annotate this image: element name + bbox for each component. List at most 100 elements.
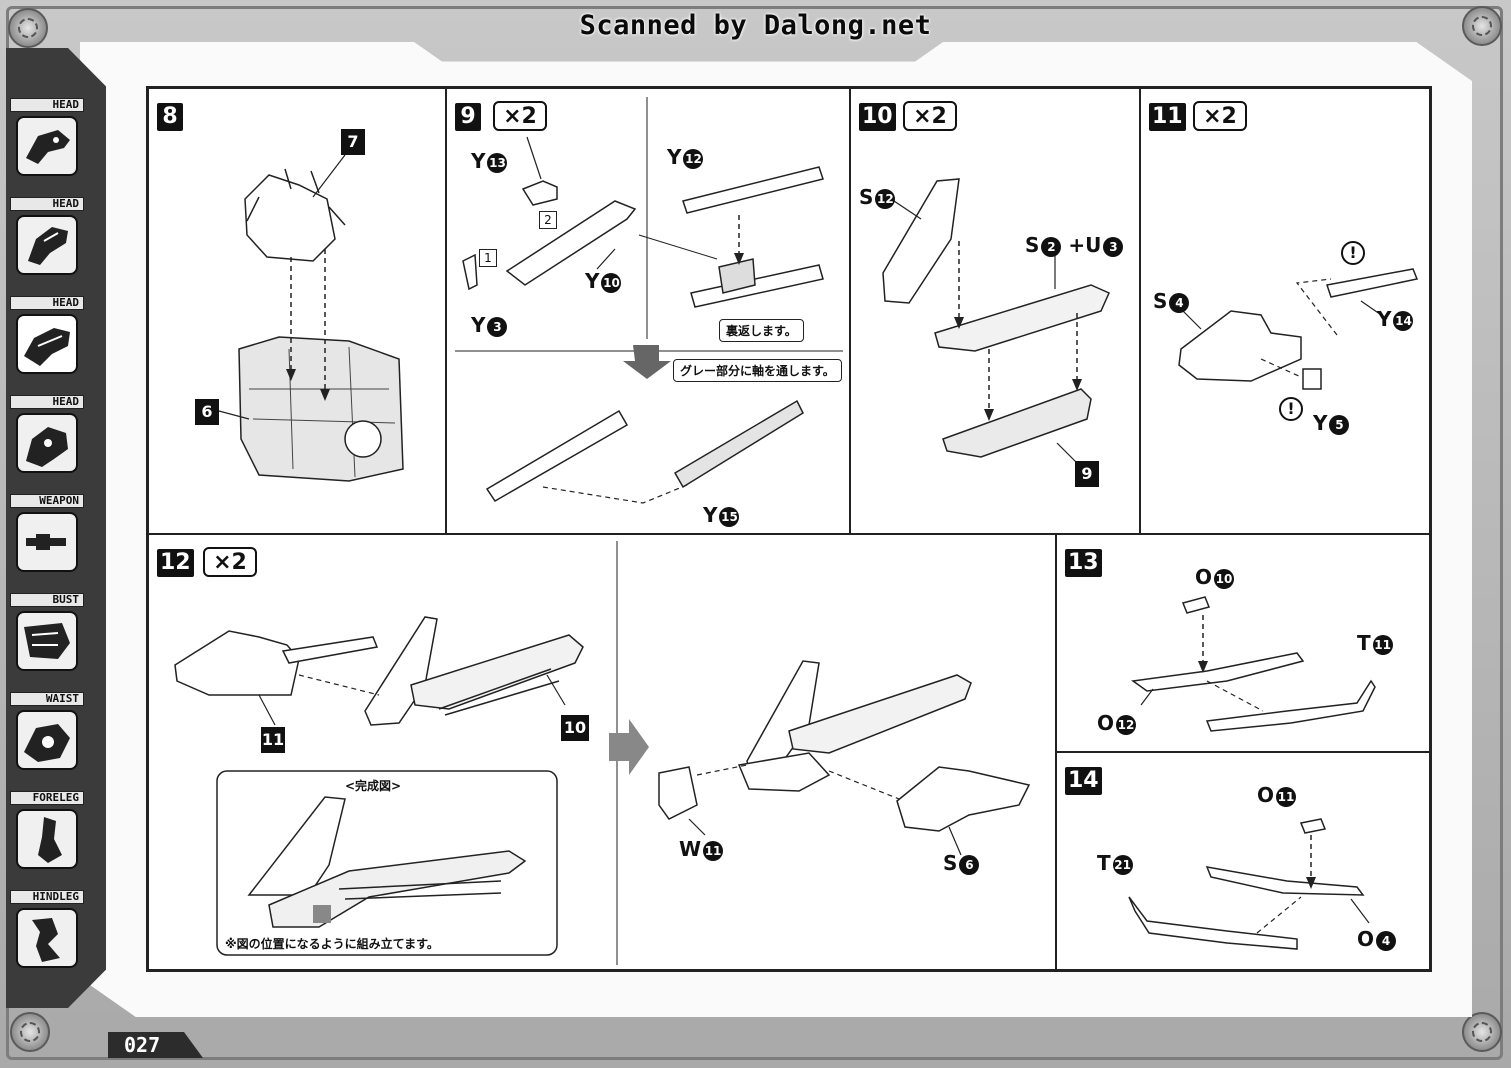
hindleg-icon — [16, 908, 78, 968]
sidebar-tab-label: HEAD — [10, 197, 84, 211]
sidebar-tab-label: WAIST — [10, 692, 84, 706]
step-11-illustration — [1176, 268, 1419, 390]
step-14-illustration — [1128, 818, 1370, 950]
step-8-illustration — [218, 154, 404, 482]
sidebar-tab-head-2[interactable]: HEAD — [8, 197, 84, 281]
part-letter: O — [1357, 927, 1375, 951]
part-number-badge: 11 — [1372, 634, 1393, 655]
sidebar-tab-head-3[interactable]: HEAD — [8, 296, 84, 380]
foreleg-icon — [16, 809, 78, 869]
corner-bolt-icon — [1462, 6, 1502, 46]
bust-icon — [16, 611, 78, 671]
step-8-panel: 8 7 6 — [148, 88, 446, 534]
step-number: 14 — [1065, 767, 1102, 795]
quantity-multiplier: ×2 — [903, 101, 957, 131]
quantity-multiplier: ×2 — [493, 101, 547, 131]
sidebar-tab-bust[interactable]: BUST — [8, 593, 84, 677]
step-12-illustration — [174, 541, 1031, 965]
part-number-badge: 6 — [959, 854, 980, 875]
part-number-badge: 14 — [1393, 310, 1414, 331]
part-letter: T — [1357, 631, 1371, 655]
step-number: 12 — [157, 549, 194, 577]
step-number: 13 — [1065, 549, 1102, 577]
part-number-badge: 13 — [487, 152, 508, 173]
part-letter: Y — [667, 145, 682, 169]
quantity-multiplier: ×2 — [203, 547, 257, 577]
part-letter: S — [1153, 289, 1168, 313]
part-number-badge: 11 — [703, 840, 724, 861]
step-12-panel: 12 ×2 11 1 — [148, 534, 1056, 970]
part-number-badge: 3 — [1103, 236, 1124, 257]
scan-watermark: Scanned by Dalong.net — [579, 10, 932, 41]
sub-assembly-7-badge: 7 — [341, 129, 365, 155]
part-letter: Y — [585, 269, 600, 293]
sidebar-tab-label: HEAD — [10, 98, 84, 112]
warning-icon: ! — [1341, 241, 1365, 265]
part-letter: Y — [1313, 411, 1328, 435]
page-number: 027 — [108, 1032, 203, 1058]
step-number: 10 — [859, 103, 896, 131]
part-number-badge: 4 — [1169, 292, 1190, 313]
sidebar-tab-hindleg[interactable]: HINDLEG — [8, 890, 84, 974]
instruction-grid: 8 7 6 9 ×2 — [146, 86, 1432, 972]
sidebar-tab-weapon[interactable]: WEAPON — [8, 494, 84, 578]
sidebar-tab-waist[interactable]: WAIST — [8, 692, 84, 776]
part-letter: W — [679, 837, 702, 861]
sidebar-tab-head-4[interactable]: HEAD — [8, 395, 84, 479]
corner-bolt-icon — [1462, 1012, 1502, 1052]
part-number-badge: 2 — [1041, 236, 1062, 257]
head-icon — [16, 116, 78, 176]
completed-diagram-note: ※図の位置になるように組み立てます。 — [225, 937, 439, 951]
step-number: 11 — [1149, 103, 1186, 131]
part-number-badge: 10 — [601, 272, 622, 293]
part-number-badge: 12 — [683, 148, 704, 169]
part-number-badge: 10 — [1214, 568, 1235, 589]
sidebar-tab-label: BUST — [10, 593, 84, 607]
head-icon — [16, 215, 78, 275]
part-number-badge: 11 — [1276, 786, 1297, 807]
part-letter: U — [1085, 233, 1102, 257]
corner-bolt-icon — [8, 8, 48, 48]
sidebar-tab-head-1[interactable]: HEAD — [8, 98, 84, 182]
plus-sign: + — [1068, 233, 1086, 257]
part-number-badge: 3 — [487, 316, 508, 337]
part-number-badge: 21 — [1112, 854, 1133, 875]
sidebar-tab-foreleg[interactable]: FORELEG — [8, 791, 84, 875]
part-letter: O — [1195, 565, 1213, 589]
sub-assembly-10-badge: 10 — [561, 715, 589, 741]
head-icon — [16, 314, 78, 374]
part-number-badge: 5 — [1329, 414, 1350, 435]
part-number-badge: 4 — [1376, 930, 1397, 951]
sub-assembly-11-badge: 11 — [261, 727, 285, 753]
step-number: 8 — [157, 103, 183, 131]
order-marker: 1 — [479, 249, 497, 267]
part-letter: S — [859, 185, 874, 209]
corner-bolt-icon — [10, 1012, 50, 1052]
part-letter: Y — [471, 313, 486, 337]
quantity-multiplier: ×2 — [1193, 101, 1247, 131]
sidebar-tab-label: HEAD — [10, 296, 84, 310]
warning-icon: ! — [1279, 397, 1303, 421]
step-9-illustration — [455, 97, 843, 504]
waist-icon — [16, 710, 78, 770]
order-marker: 2 — [539, 211, 557, 229]
gray-part-note-callout: グレー部分に軸を通します。 — [673, 359, 842, 382]
step-10-illustration — [882, 178, 1110, 468]
